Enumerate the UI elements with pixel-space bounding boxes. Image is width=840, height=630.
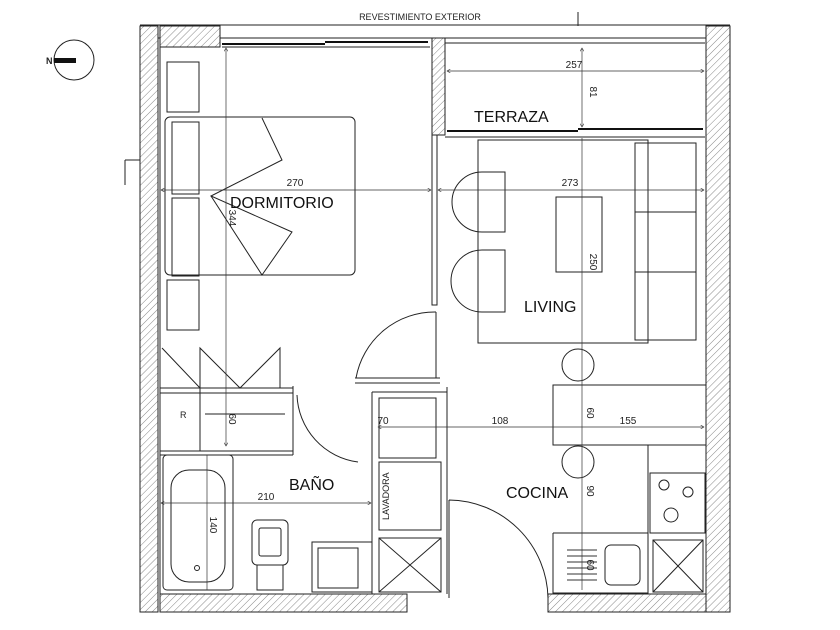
dim-closet-depth: 60 xyxy=(226,413,237,425)
washing-machine xyxy=(378,461,442,531)
room-label-terraza: TERRAZA xyxy=(474,109,549,126)
sink-icon xyxy=(567,544,641,586)
bed xyxy=(164,116,356,276)
dining-table xyxy=(477,139,649,344)
dim-kitchen-depth: 90 xyxy=(584,485,595,497)
bifold-door-icon xyxy=(209,117,293,276)
kitchen-counter xyxy=(552,384,707,594)
room-label-cocina: COCINA xyxy=(506,485,569,502)
room-label-living: LIVING xyxy=(524,299,576,316)
dim-counter-depth: 60 xyxy=(584,407,595,419)
closet xyxy=(161,346,285,451)
room-label-dormitorio: DORMITORIO xyxy=(230,195,334,212)
sofa xyxy=(634,142,697,341)
bedroom-door[interactable] xyxy=(355,311,437,379)
compass-label: N xyxy=(46,56,53,66)
fridge-box-icon xyxy=(652,539,704,593)
partitions xyxy=(159,47,448,594)
dim-bath-width: 210 xyxy=(258,492,275,503)
dormitorio-window xyxy=(222,41,430,48)
dim-living-depth: 250 xyxy=(587,254,598,271)
dim-living-width: 273 xyxy=(562,178,579,189)
dim-dorm-depth: 344 xyxy=(226,210,237,227)
wardrobe xyxy=(166,61,200,331)
refrigerator-label: R xyxy=(180,410,187,420)
walls xyxy=(124,24,731,613)
dim-tub-length: 140 xyxy=(207,517,218,534)
dim-terraza-width: 257 xyxy=(566,60,583,71)
shaft-box-icon xyxy=(378,537,442,593)
washbasin xyxy=(311,541,373,593)
bathroom-door[interactable] xyxy=(296,394,359,463)
room-label-bano: BAÑO xyxy=(289,474,334,494)
water-heater xyxy=(378,397,437,459)
chairs xyxy=(450,171,595,479)
coffee-table xyxy=(555,196,603,273)
dim-sink-depth: 60 xyxy=(584,559,595,571)
washing-machine-label: LAVADORA xyxy=(381,472,391,520)
exterior-cladding-label: REVESTIMIENTO EXTERIOR xyxy=(359,12,481,22)
toilet xyxy=(251,519,289,591)
north-compass-icon: N xyxy=(46,39,95,81)
dim-kitchen-width: 155 xyxy=(620,416,637,427)
entrance-door[interactable] xyxy=(448,499,549,599)
dim-passage-width: 108 xyxy=(492,416,509,427)
stove-icon xyxy=(649,472,706,534)
terraza-window xyxy=(445,42,705,138)
dim-terraza-depth: 81 xyxy=(587,86,598,98)
dim-dorm-width: 270 xyxy=(287,178,304,189)
dimension-lines xyxy=(161,48,704,590)
bathtub xyxy=(162,454,234,591)
dim-laundry-width: 70 xyxy=(377,416,389,427)
